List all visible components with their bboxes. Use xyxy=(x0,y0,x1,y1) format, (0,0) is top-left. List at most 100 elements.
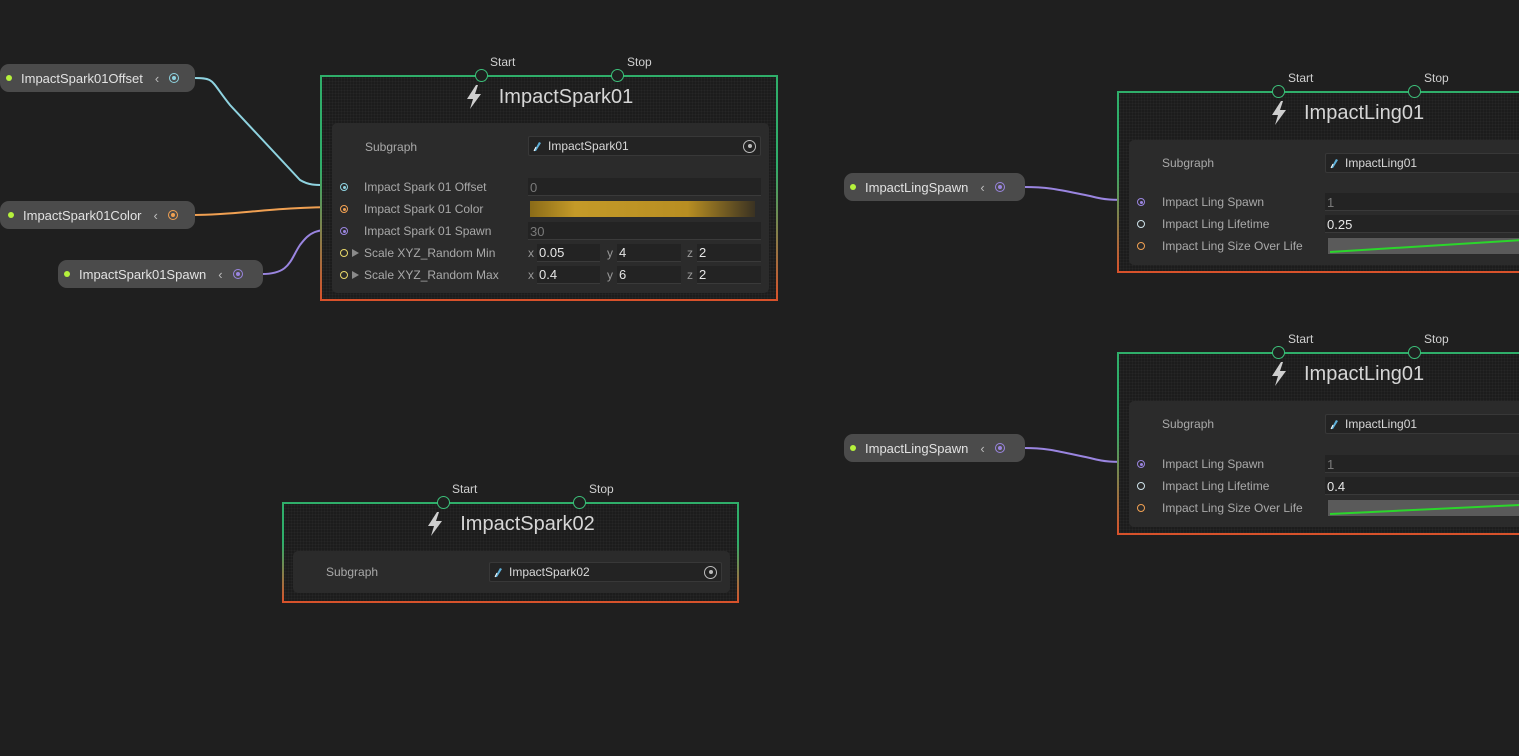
property-label: ImpactSpark01Offset xyxy=(21,70,143,86)
exposed-dot-icon xyxy=(6,75,12,81)
row-value: 1 xyxy=(1327,194,1335,210)
property-row: Impact Ling Lifetime 0.25 xyxy=(1129,213,1519,235)
offset-field[interactable] xyxy=(528,178,761,196)
output-port[interactable] xyxy=(167,210,178,220)
input-port[interactable] xyxy=(1137,482,1145,490)
property-row: Impact Spark 01 Color xyxy=(332,198,769,220)
axis-y-label: y xyxy=(607,246,613,260)
axis-z-label: z xyxy=(687,246,693,260)
system-node-impactspark01[interactable]: Start Stop ImpactSpark01 Subgraph Impact… xyxy=(320,55,778,301)
property-row: Impact Ling Size Over Life xyxy=(1129,497,1519,519)
vector-row: Scale XYZ_Random Min x 0.05 y 4 z 2 xyxy=(332,242,769,264)
property-node-impactspark01color[interactable]: ImpactSpark01Color ‹ xyxy=(0,201,195,229)
start-port[interactable] xyxy=(475,69,488,82)
output-port[interactable] xyxy=(232,269,243,279)
axis-x-label: x xyxy=(528,246,534,260)
row-label: Impact Ling Spawn xyxy=(1162,195,1265,209)
x-value[interactable]: 0.4 xyxy=(537,266,600,284)
input-port[interactable] xyxy=(1137,198,1145,206)
property-node-impactlingspawn-b[interactable]: ImpactLingSpawn ‹ xyxy=(844,434,1025,462)
stop-port[interactable] xyxy=(1408,346,1421,359)
input-port[interactable] xyxy=(340,205,348,213)
spawn-field[interactable] xyxy=(1325,455,1519,473)
chevron-left-icon[interactable]: ‹ xyxy=(154,70,160,86)
system-node-impactspark02[interactable]: Start Stop ImpactSpark02 Subgraph Impact… xyxy=(282,482,739,603)
system-title: ImpactSpark01 xyxy=(498,85,634,108)
row-label: Impact Spark 01 Offset xyxy=(364,180,487,194)
stop-port[interactable] xyxy=(611,69,624,82)
z-value[interactable]: 2 xyxy=(697,266,761,284)
spawn-field[interactable] xyxy=(1325,193,1519,211)
z-value[interactable]: 2 xyxy=(697,244,761,262)
stop-port[interactable] xyxy=(573,496,586,509)
lifetime-field[interactable] xyxy=(1325,215,1519,233)
chevron-left-icon[interactable]: ‹ xyxy=(980,179,985,195)
subgraph-object-field[interactable]: ImpactSpark02 xyxy=(489,562,722,582)
row-label: Impact Spark 01 Spawn xyxy=(364,224,492,238)
property-row: Impact Ling Size Over Life xyxy=(1129,235,1519,257)
property-node-impactspark01offset[interactable]: ImpactSpark01Offset ‹ xyxy=(0,64,195,92)
x-value[interactable]: 0.05 xyxy=(537,244,600,262)
start-port[interactable] xyxy=(437,496,450,509)
input-port[interactable] xyxy=(1137,460,1145,468)
size-curve-field[interactable] xyxy=(1327,237,1519,255)
spawn-field[interactable] xyxy=(528,222,761,240)
object-picker-icon[interactable] xyxy=(743,139,756,153)
input-port[interactable] xyxy=(340,183,348,191)
row-label: Impact Ling Size Over Life xyxy=(1162,501,1303,515)
subgraph-block: Subgraph ImpactLing01 Impact Ling Spawn … xyxy=(1129,140,1519,265)
expand-triangle-icon[interactable] xyxy=(352,271,359,279)
subgraph-object-field[interactable]: ImpactLing01 xyxy=(1325,153,1519,173)
input-port[interactable] xyxy=(340,227,348,235)
vfx-asset-icon xyxy=(533,141,541,151)
input-port[interactable] xyxy=(340,249,348,257)
property-row: Impact Ling Spawn 1 xyxy=(1129,453,1519,475)
output-port[interactable] xyxy=(994,182,1005,192)
property-node-impactspark01spawn[interactable]: ImpactSpark01Spawn ‹ xyxy=(58,260,263,288)
input-port[interactable] xyxy=(1137,242,1145,250)
vfx-asset-icon xyxy=(1330,158,1338,168)
subgraph-block: Subgraph ImpactSpark02 xyxy=(293,551,730,593)
color-gradient-field[interactable] xyxy=(530,201,755,217)
chevron-left-icon[interactable]: ‹ xyxy=(153,207,158,223)
axis-y-label: y xyxy=(607,268,613,282)
subgraph-block: Subgraph ImpactLing01 Impact Ling Spawn … xyxy=(1129,401,1519,527)
lightning-bolt-icon xyxy=(466,85,481,109)
chevron-left-icon[interactable]: ‹ xyxy=(218,266,223,282)
subgraph-object-field[interactable]: ImpactLing01 xyxy=(1325,414,1519,434)
expand-triangle-icon[interactable] xyxy=(352,249,359,257)
start-label: Start xyxy=(1288,332,1314,346)
chevron-left-icon[interactable]: ‹ xyxy=(980,440,985,456)
input-port[interactable] xyxy=(1137,220,1145,228)
vfx-asset-icon xyxy=(494,567,502,577)
lifetime-field[interactable] xyxy=(1325,477,1519,495)
output-port[interactable] xyxy=(169,73,180,83)
start-port[interactable] xyxy=(1272,85,1285,98)
system-node-impactling01-bottom[interactable]: Start Stop ImpactLing01 Subgraph ImpactL… xyxy=(1117,332,1519,535)
subgraph-object-field[interactable]: ImpactSpark01 xyxy=(528,136,761,156)
output-port[interactable] xyxy=(994,443,1005,453)
property-row: Impact Spark 01 Spawn 30 xyxy=(332,220,769,242)
start-label: Start xyxy=(1288,71,1314,85)
y-value[interactable]: 6 xyxy=(617,266,681,284)
system-title: ImpactLing01 xyxy=(1304,101,1425,124)
subgraph-label: Subgraph xyxy=(326,565,379,579)
subgraph-value: ImpactLing01 xyxy=(1345,417,1418,431)
curve-line xyxy=(1329,503,1519,515)
system-node-impactling01-top[interactable]: Start Stop ImpactLing01 Subgraph ImpactL… xyxy=(1117,71,1519,273)
row-value: 0 xyxy=(530,179,538,195)
input-port[interactable] xyxy=(340,271,348,279)
size-curve-field[interactable] xyxy=(1327,499,1519,517)
y-value[interactable]: 4 xyxy=(617,244,681,262)
input-port[interactable] xyxy=(1137,504,1145,512)
vfx-asset-icon xyxy=(1330,419,1338,429)
property-node-impactlingspawn-a[interactable]: ImpactLingSpawn ‹ xyxy=(844,173,1025,201)
stop-port[interactable] xyxy=(1408,85,1421,98)
object-picker-icon[interactable] xyxy=(704,565,717,579)
system-title: ImpactLing01 xyxy=(1304,362,1425,385)
row-value: 30 xyxy=(530,223,545,239)
row-label: Scale XYZ_Random Max xyxy=(364,268,499,282)
start-port[interactable] xyxy=(1272,346,1285,359)
lightning-bolt-icon xyxy=(428,512,443,536)
row-value: 0.4 xyxy=(1327,478,1346,494)
